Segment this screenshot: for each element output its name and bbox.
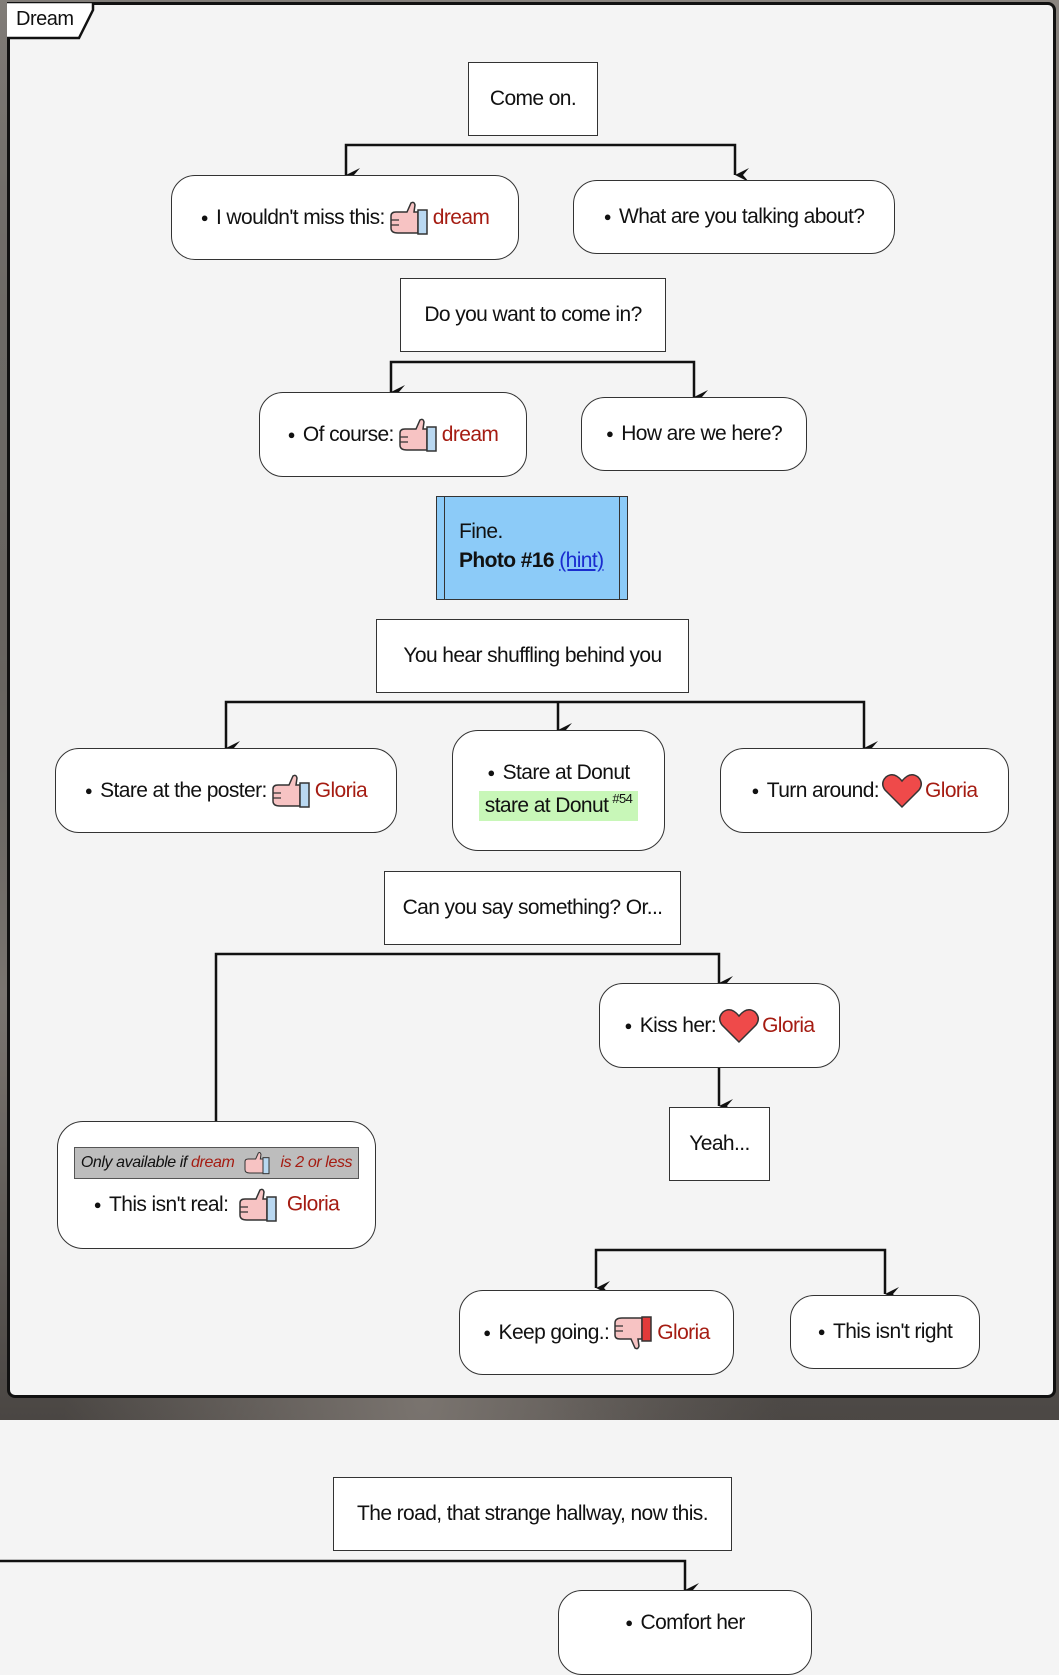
- thumbs-up-icon: [390, 201, 428, 235]
- heart-icon: [719, 1008, 760, 1043]
- fine-text: Fine.: [459, 520, 503, 543]
- dialogue-yeah: Yeah...: [669, 1107, 770, 1181]
- dialogue-want-come-in: Do you want to come in?: [400, 278, 666, 352]
- choice-kiss-her[interactable]: Kiss her: Gloria: [599, 983, 840, 1068]
- photo-label: Photo #16: [459, 549, 555, 572]
- dialogue-say-something: Can you say something? Or...: [384, 871, 681, 945]
- frame-title: Dream: [16, 8, 74, 30]
- thumbs-up-icon: [238, 1188, 277, 1222]
- photo-hint-box: Fine. Photo #16 (hint): [436, 496, 628, 600]
- choice-how-here[interactable]: How are we here?: [581, 397, 807, 471]
- connectors: [0, 143, 899, 1597]
- thumbs-up-icon: [271, 774, 310, 808]
- hint-link[interactable]: (hint): [559, 549, 604, 572]
- choice-wouldnt-miss[interactable]: I wouldn't miss this: dream: [171, 175, 519, 260]
- thumbs-down-icon: [614, 1315, 653, 1349]
- thumbs-up-icon: [244, 1152, 270, 1175]
- frame-tab: [7, 2, 95, 40]
- dialogue-come-on: Come on.: [468, 62, 598, 136]
- donut-tag: stare at Donut#54: [478, 790, 639, 821]
- choice-what-talking[interactable]: What are you talking about?: [573, 180, 895, 254]
- dialogue-road: The road, that strange hallway, now this…: [333, 1477, 732, 1551]
- thumbs-up-icon: [399, 418, 437, 452]
- condition-label: Only available if dream is 2 or less: [73, 1147, 360, 1179]
- choice-isnt-real[interactable]: Only available if dream is 2 or less Thi…: [57, 1121, 376, 1249]
- choice-isnt-right[interactable]: This isn't right: [790, 1295, 980, 1369]
- dialogue-shuffling: You hear shuffling behind you: [376, 619, 689, 693]
- choice-stare-donut[interactable]: Stare at Donut stare at Donut#54: [452, 730, 665, 851]
- choice-stare-poster[interactable]: Stare at the poster: Gloria: [55, 748, 397, 833]
- choice-turn-around[interactable]: Turn around: Gloria: [720, 748, 1009, 833]
- heart-icon: [882, 773, 923, 808]
- choice-of-course[interactable]: Of course: dream: [259, 392, 527, 477]
- choice-keep-going[interactable]: Keep going.: Gloria: [459, 1290, 734, 1375]
